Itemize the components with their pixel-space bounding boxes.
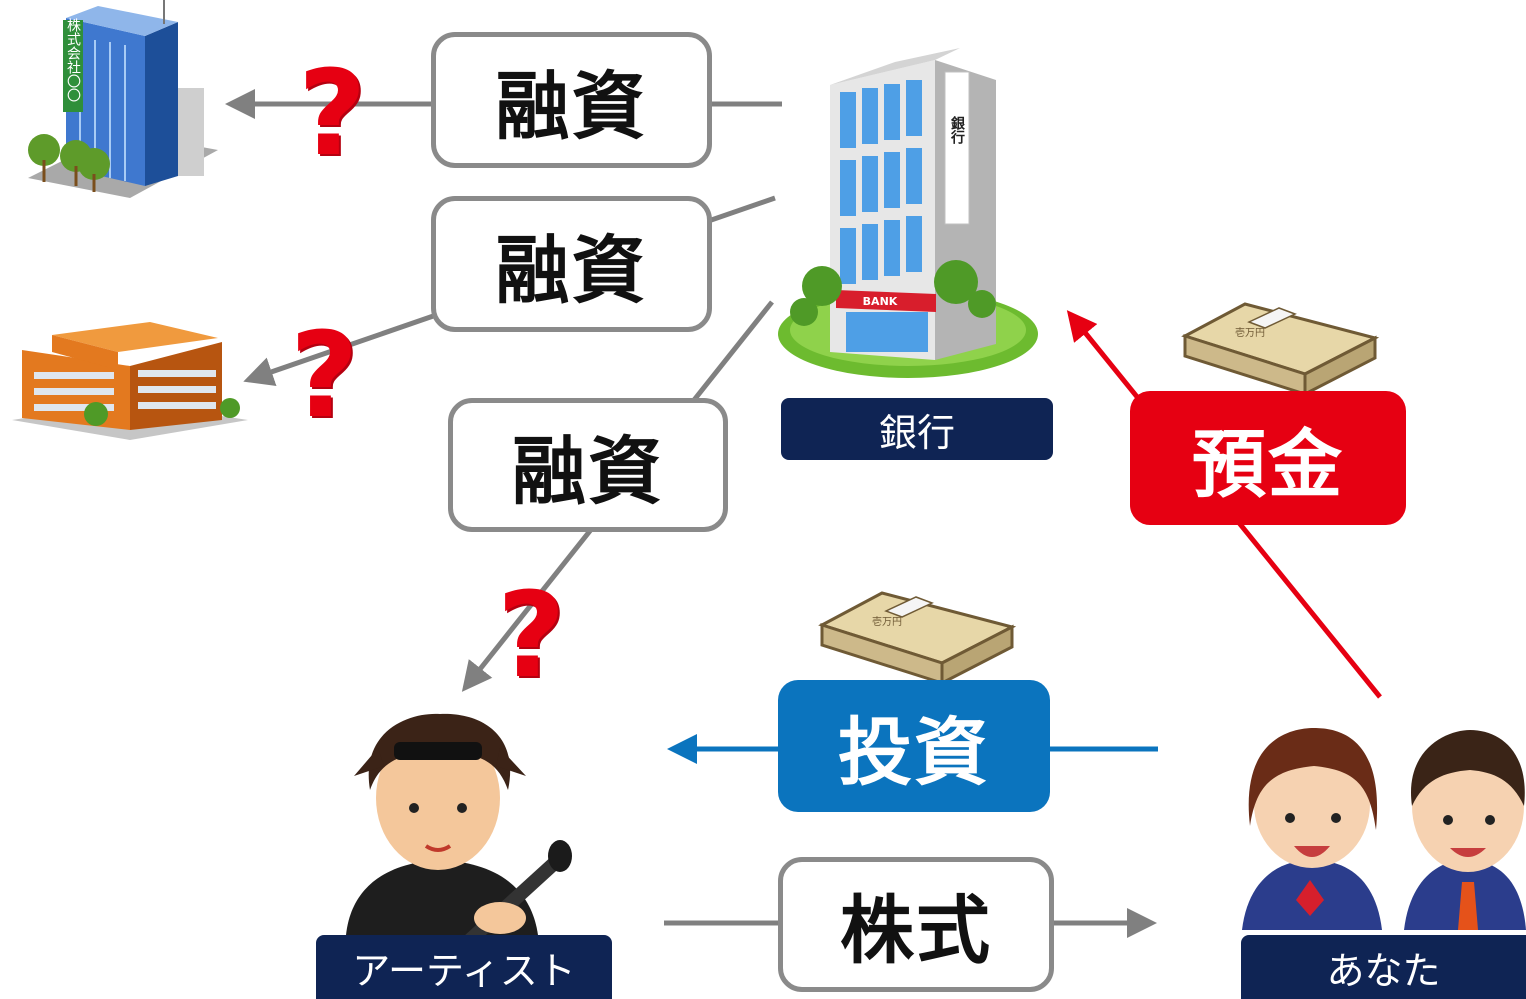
bank-vertical-sign: 銀行 [949,115,966,145]
banknote-text-top: 壱万円 [1235,326,1265,339]
stock-label: 株式 [778,857,1054,992]
artist-tag: アーティスト [316,935,612,999]
loan-label-1: 融資 [431,32,712,168]
bank-tag: 銀行 [781,398,1053,460]
company-sign: 株式会社〇〇 [65,18,81,102]
deposit-label: 預金 [1130,391,1406,525]
investment-label: 投資 [778,680,1050,812]
loan-label-2: 融資 [431,196,712,332]
you-tag: あなた [1241,935,1526,999]
bank-sign: BANK [863,295,898,308]
question-mark-building: ? [290,306,359,444]
loan-label-3: 融資 [448,398,728,532]
question-mark-company: ? [298,44,367,182]
banknote-text-middle: 壱万円 [872,615,902,628]
question-mark-artist: ? [497,566,566,704]
